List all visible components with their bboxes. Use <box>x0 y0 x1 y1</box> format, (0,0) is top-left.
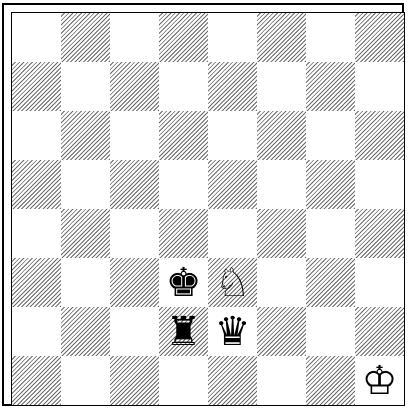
square-b1[interactable] <box>61 356 110 405</box>
black-king-piece[interactable]: ♚ <box>166 263 202 303</box>
square-g2[interactable] <box>306 307 355 356</box>
black-queen-piece[interactable]: ♛ <box>215 312 251 352</box>
square-a4[interactable] <box>12 209 61 258</box>
square-f8[interactable] <box>257 13 306 62</box>
square-a1[interactable] <box>12 356 61 405</box>
square-h3[interactable] <box>355 258 404 307</box>
square-d4[interactable] <box>159 209 208 258</box>
square-c3[interactable] <box>110 258 159 307</box>
square-e4[interactable] <box>208 209 257 258</box>
square-g8[interactable] <box>306 13 355 62</box>
square-d3[interactable]: ♚ <box>159 258 208 307</box>
square-h6[interactable] <box>355 111 404 160</box>
square-b8[interactable] <box>61 13 110 62</box>
square-b7[interactable] <box>61 62 110 111</box>
square-g5[interactable] <box>306 160 355 209</box>
square-a5[interactable] <box>12 160 61 209</box>
square-c2[interactable] <box>110 307 159 356</box>
chessboard: ♚ ♘ ♜ ♛ ♔ <box>11 12 405 406</box>
square-c7[interactable] <box>110 62 159 111</box>
square-h4[interactable] <box>355 209 404 258</box>
square-d6[interactable] <box>159 111 208 160</box>
square-c6[interactable] <box>110 111 159 160</box>
square-b2[interactable] <box>61 307 110 356</box>
square-c8[interactable] <box>110 13 159 62</box>
square-h8[interactable] <box>355 13 404 62</box>
square-f4[interactable] <box>257 209 306 258</box>
square-a8[interactable] <box>12 13 61 62</box>
square-f3[interactable] <box>257 258 306 307</box>
square-f5[interactable] <box>257 160 306 209</box>
square-e3[interactable]: ♘ <box>208 258 257 307</box>
square-a2[interactable] <box>12 307 61 356</box>
square-b4[interactable] <box>61 209 110 258</box>
square-b6[interactable] <box>61 111 110 160</box>
square-f7[interactable] <box>257 62 306 111</box>
square-e7[interactable] <box>208 62 257 111</box>
square-f1[interactable] <box>257 356 306 405</box>
square-c4[interactable] <box>110 209 159 258</box>
square-e2[interactable]: ♛ <box>208 307 257 356</box>
square-g4[interactable] <box>306 209 355 258</box>
square-d2[interactable]: ♜ <box>159 307 208 356</box>
black-rook-piece[interactable]: ♜ <box>166 312 202 352</box>
square-g7[interactable] <box>306 62 355 111</box>
square-e5[interactable] <box>208 160 257 209</box>
square-g3[interactable] <box>306 258 355 307</box>
square-c5[interactable] <box>110 160 159 209</box>
square-d7[interactable] <box>159 62 208 111</box>
square-f2[interactable] <box>257 307 306 356</box>
square-a7[interactable] <box>12 62 61 111</box>
square-d1[interactable] <box>159 356 208 405</box>
square-h1[interactable]: ♔ <box>355 356 404 405</box>
square-a6[interactable] <box>12 111 61 160</box>
square-d5[interactable] <box>159 160 208 209</box>
square-c1[interactable] <box>110 356 159 405</box>
square-b3[interactable] <box>61 258 110 307</box>
square-e1[interactable] <box>208 356 257 405</box>
square-d8[interactable] <box>159 13 208 62</box>
white-king-piece[interactable]: ♔ <box>362 361 398 401</box>
square-e6[interactable] <box>208 111 257 160</box>
square-f6[interactable] <box>257 111 306 160</box>
square-a3[interactable] <box>12 258 61 307</box>
square-g6[interactable] <box>306 111 355 160</box>
square-e8[interactable] <box>208 13 257 62</box>
square-b5[interactable] <box>61 160 110 209</box>
white-knight-piece[interactable]: ♘ <box>215 263 251 303</box>
square-h7[interactable] <box>355 62 404 111</box>
square-h2[interactable] <box>355 307 404 356</box>
square-h5[interactable] <box>355 160 404 209</box>
square-g1[interactable] <box>306 356 355 405</box>
chessboard-frame: ♚ ♘ ♜ ♛ ♔ <box>2 3 404 406</box>
